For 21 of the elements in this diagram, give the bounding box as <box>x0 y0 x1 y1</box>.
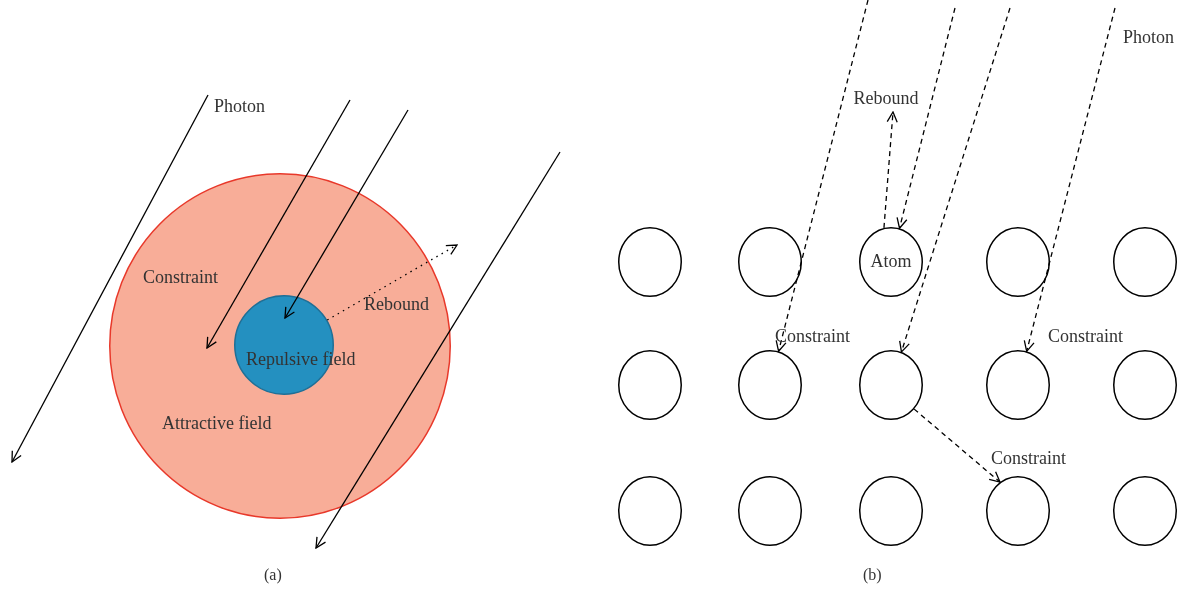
arrow <box>206 99 351 349</box>
text-label: Photon <box>214 97 265 117</box>
node-label: Attractive field <box>162 414 272 434</box>
arrow <box>913 408 1001 483</box>
text-label: Constraint <box>991 449 1066 469</box>
arrow <box>899 7 1011 353</box>
arrow <box>775 0 869 352</box>
text-label: Constraint <box>775 327 850 347</box>
arrow <box>883 111 898 229</box>
text-label: Constraint <box>143 268 218 288</box>
text-label: Rebound <box>364 295 429 315</box>
panel-label: (a) <box>264 566 282 584</box>
text-label: Photon <box>1123 28 1174 48</box>
text-label: Constraint <box>1048 327 1123 347</box>
arrow <box>326 244 458 321</box>
node-label: Atom <box>869 252 913 272</box>
node-label: Rebound <box>852 87 920 109</box>
arrow <box>896 7 956 229</box>
panel-label: (b) <box>863 566 882 584</box>
arrow <box>284 109 409 319</box>
arrow <box>1023 7 1116 352</box>
